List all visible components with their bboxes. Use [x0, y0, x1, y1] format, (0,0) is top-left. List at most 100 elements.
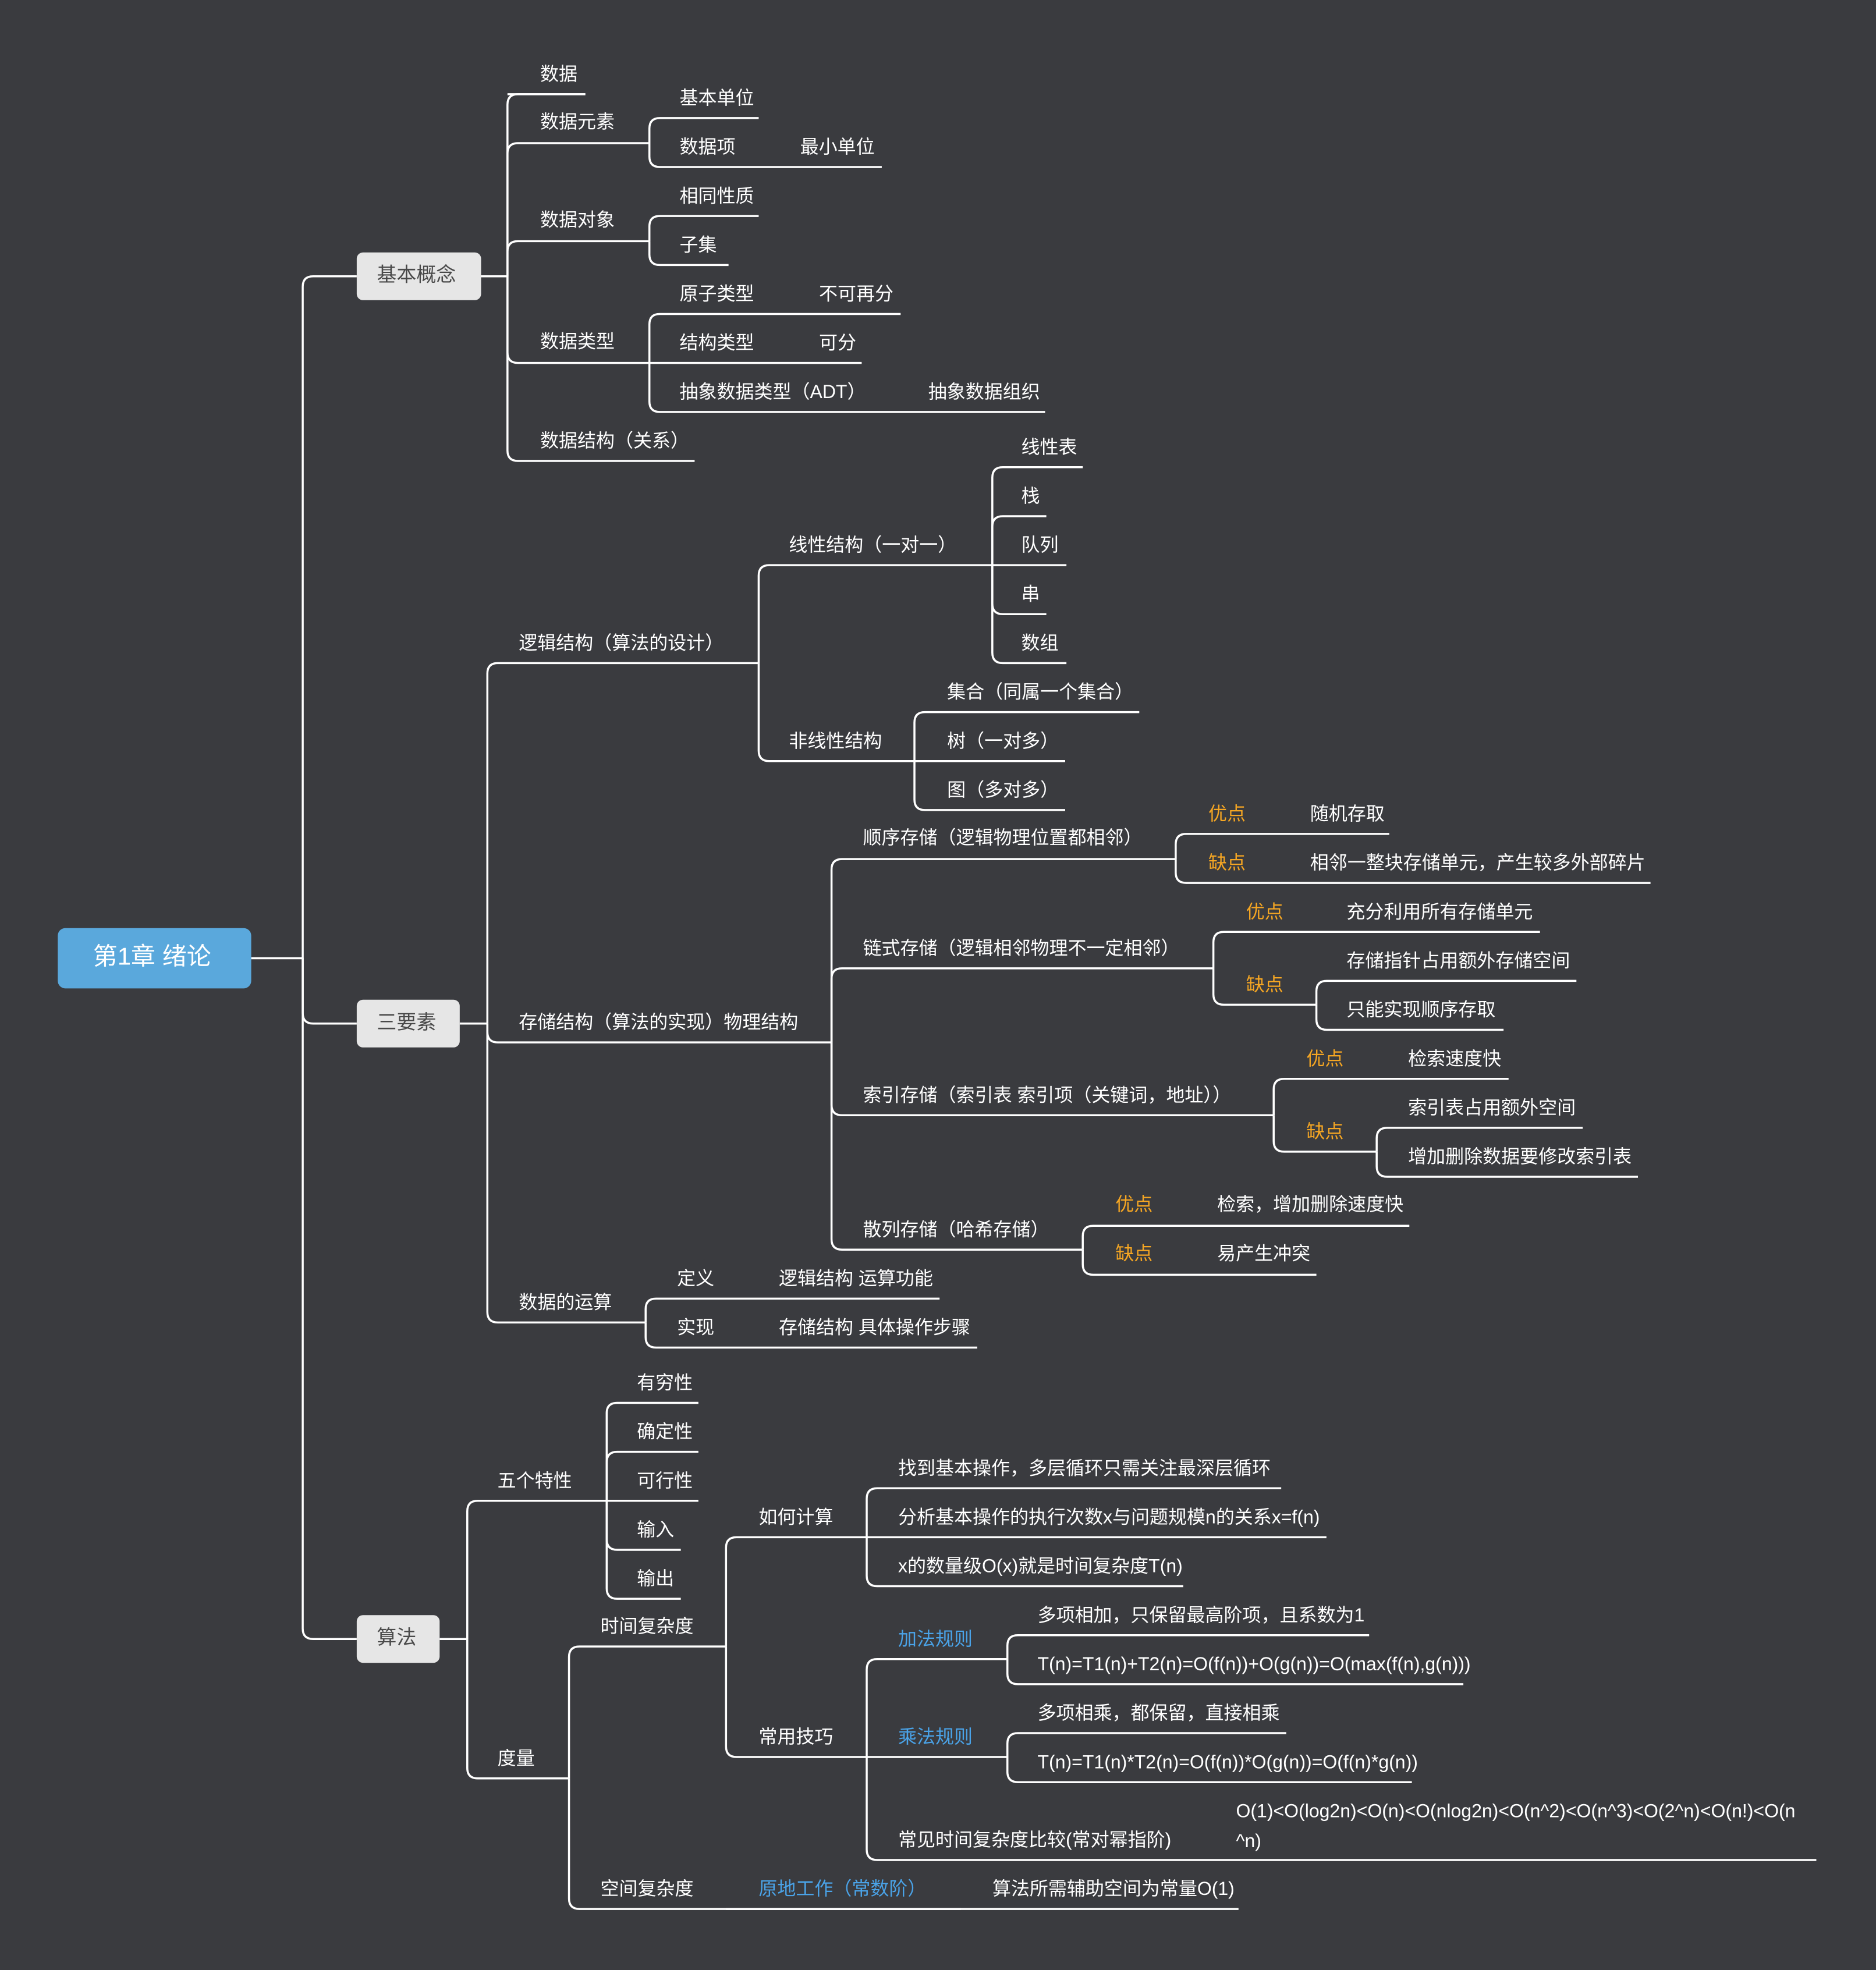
node-labels: 第1章 绪论基本概念三要素算法数据数据元素基本单位数据项最小单位数据对象相同性质…	[93, 63, 1796, 1899]
node-dingyi_t: 逻辑结构 运算功能	[779, 1268, 933, 1289]
node-yuansu: 数据元素	[540, 111, 615, 132]
node-sanlie: 散列存储（哈希存储）	[863, 1219, 1049, 1240]
node-youqiong: 有穷性	[637, 1372, 693, 1393]
node-shuju: 数据	[540, 63, 577, 84]
node-xiangtong: 相同性质	[679, 185, 754, 206]
node-chengfa1: 多项相乘，都保留，直接相乘	[1038, 1702, 1280, 1723]
branch-algorithm-box[interactable]	[356, 1615, 440, 1663]
root-node-title: 第1章 绪论	[93, 943, 211, 970]
node-bukefen: 不可再分	[819, 283, 893, 304]
connector	[605, 1450, 698, 1501]
connector	[506, 142, 650, 276]
node-ls_que: 缺点	[1246, 974, 1283, 995]
connector	[648, 363, 1045, 413]
node-sl_you: 优点	[1115, 1194, 1152, 1215]
node-shu: 树（一对多）	[947, 730, 1059, 751]
node-sl_que: 缺点	[1115, 1243, 1152, 1263]
connector	[1081, 1224, 1410, 1250]
node-zuixiao_danwei: 最小单位	[800, 136, 875, 157]
branch-algorithm: 算法	[377, 1627, 416, 1649]
node-yunsuan: 数据的运算	[519, 1291, 612, 1312]
connector	[605, 1500, 681, 1600]
connector	[568, 1645, 726, 1779]
connector	[1212, 968, 1317, 1006]
node-duixiang: 数据对象	[540, 209, 615, 230]
connector	[302, 958, 357, 1025]
connector	[830, 967, 1214, 1043]
connector	[991, 565, 1067, 665]
node-duilie: 队列	[1021, 534, 1058, 555]
connector	[466, 1500, 607, 1639]
connector	[991, 515, 1047, 566]
connector	[1006, 1659, 1464, 1685]
node-ls_que_t1: 存储指针占用额外存储空间	[1346, 950, 1570, 971]
node-kongjian: 空间复杂度	[601, 1878, 694, 1899]
connector	[757, 564, 992, 663]
connector	[1006, 1634, 1370, 1659]
node-ruhe3: x的数量级O(x)就是时间复杂度T(n)	[898, 1556, 1183, 1577]
node-feixianxing: 非线性结构	[789, 730, 882, 751]
connector	[302, 958, 357, 1640]
connector	[1175, 833, 1389, 860]
node-chengfa2: T(n)=T1(n)*T2(n)=O(f(n))*O(g(n))=O(f(n)*…	[1038, 1751, 1418, 1772]
node-yuandi_t: 算法所需辅助空间为常量O(1)	[992, 1878, 1235, 1899]
connector	[830, 1042, 1083, 1251]
connector	[866, 1487, 1282, 1538]
node-shuru: 输入	[637, 1519, 674, 1540]
connector	[866, 1757, 1817, 1861]
node-jiafa: 加法规则	[898, 1628, 973, 1649]
node-chengfa: 乘法规则	[898, 1726, 973, 1747]
connector	[866, 1537, 1183, 1588]
connector	[1175, 859, 1651, 884]
connector	[302, 275, 357, 959]
node-adt: 抽象数据类型（ADT）	[679, 381, 866, 402]
node-sl_que_t: 易产生冲突	[1217, 1243, 1310, 1263]
node-jiegou_gx: 数据结构（关系）	[540, 430, 689, 451]
connector	[725, 1536, 867, 1647]
node-sy_you: 优点	[1306, 1048, 1343, 1069]
node-ziji: 子集	[679, 234, 717, 255]
node-sy_que_t2: 增加删除数据要修改索引表	[1408, 1146, 1632, 1167]
connector	[913, 761, 1065, 811]
connector	[466, 1639, 569, 1780]
connector	[486, 1023, 646, 1324]
node-cunchu: 存储结构（算法的实现）物理结构	[519, 1011, 798, 1032]
node-bijiao_t1: O(1)<O(log2n)<O(n)<O(nlog2n)<O(n^2)<O(n^…	[1236, 1800, 1795, 1821]
node-ruhe: 如何计算	[758, 1506, 833, 1527]
node-kefen: 可分	[819, 332, 856, 353]
node-shujuxiang: 数据项	[679, 136, 735, 157]
node-sy_que_t1: 索引表占用额外空间	[1408, 1097, 1576, 1118]
node-bijiao: 常见时间复杂度比较(常对幂指阶)	[898, 1829, 1171, 1850]
node-bijiao_t2: ^n)	[1236, 1830, 1261, 1851]
connector	[866, 1657, 1008, 1758]
node-shuchu: 输出	[637, 1568, 674, 1589]
node-leixing: 数据类型	[540, 331, 615, 352]
node-wuge: 五个特性	[498, 1470, 572, 1491]
connector	[648, 313, 901, 363]
root-node-box[interactable]	[58, 928, 251, 989]
connector	[1081, 1250, 1317, 1276]
node-jiben_danwei: 基本单位	[679, 87, 754, 108]
connector	[486, 662, 759, 1024]
node-shunxu: 顺序存储（逻辑物理位置都相邻）	[863, 827, 1143, 848]
connector	[644, 1297, 940, 1323]
connector	[568, 1778, 961, 1910]
branch-basic-concepts-box[interactable]	[356, 252, 481, 300]
connector	[1375, 1151, 1639, 1178]
connector	[648, 241, 729, 267]
node-shixian_t: 存储结构 具体操作步骤	[779, 1317, 970, 1338]
connector	[1272, 1077, 1509, 1116]
node-jihe: 集合（同属一个集合）	[947, 681, 1133, 702]
connector	[644, 1322, 977, 1349]
node-sl_you_t: 检索，增加删除速度快	[1217, 1194, 1403, 1215]
node-sy_que: 缺点	[1306, 1121, 1343, 1142]
node-ls_you: 优点	[1246, 901, 1283, 922]
node-luoji: 逻辑结构（算法的设计）	[519, 633, 724, 654]
connector	[648, 143, 882, 168]
node-sx_que_t: 相邻一整块存储单元，产生较多外部碎片	[1310, 852, 1646, 873]
node-yuanzi: 原子类型	[679, 283, 754, 304]
node-ls_you_t: 充分利用所有存储单元	[1346, 901, 1533, 922]
connector	[648, 215, 759, 242]
branch-three-elements-box[interactable]	[356, 999, 460, 1048]
node-boxes	[58, 252, 481, 1663]
